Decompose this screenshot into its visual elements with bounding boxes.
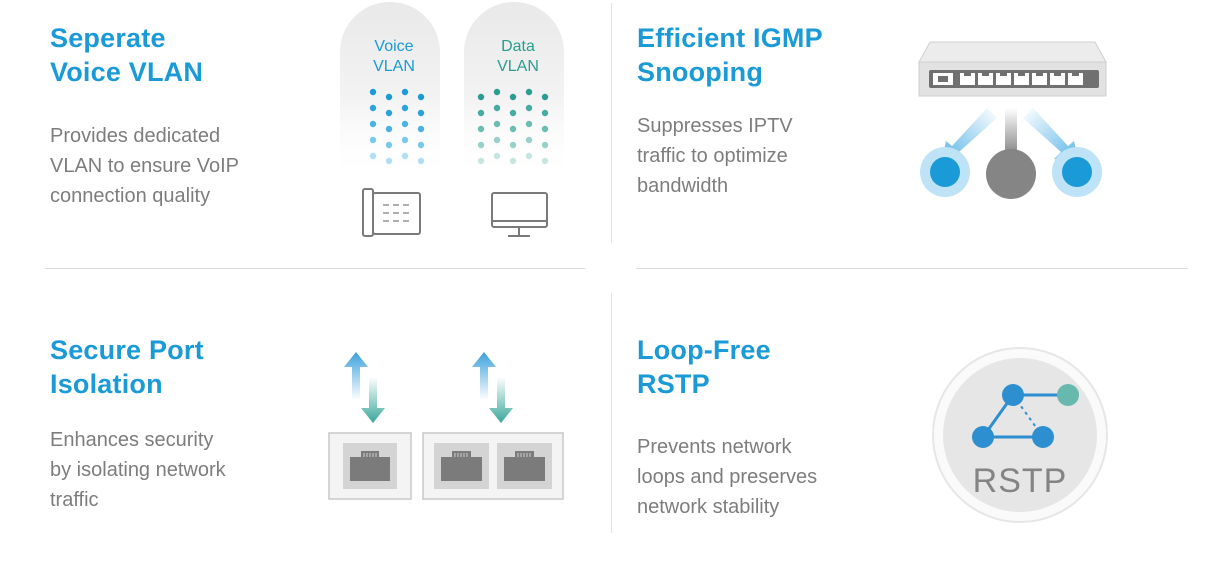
data-vlan-label: Data VLAN [497, 38, 539, 75]
vlan-illustration [340, 2, 564, 237]
igmp-description: Suppresses IPTV traffic to optimize band… [637, 115, 793, 197]
up-down-arrows-icon [344, 352, 385, 423]
voice-vlan-pill-icon [340, 2, 440, 180]
rstp-description: Prevents network loops and preserves net… [637, 436, 818, 518]
divider-left [45, 268, 585, 269]
ethernet-port-icon [328, 432, 412, 500]
ethernet-port-icon [422, 432, 564, 500]
data-vlan-pill-icon [464, 2, 564, 180]
divider-vertical-bottom [611, 293, 612, 533]
port-isolation-description: Enhances security by isolating network t… [50, 429, 226, 511]
voice-vlan-description: Provides dedicated VLAN to ensure VoIP c… [50, 125, 240, 207]
up-down-arrows-icon [472, 352, 513, 423]
voice-vlan-title: Seperate Voice VLAN [50, 23, 204, 87]
igmp-title: Efficient IGMP Snooping [637, 23, 823, 87]
divider-right [636, 268, 1188, 269]
divider-vertical-top [611, 3, 612, 243]
spanning-tree-icon [932, 347, 1108, 523]
voice-vlan-label: Voice VLAN [373, 38, 415, 75]
client-node-icon [920, 147, 1102, 199]
igmp-illustration [918, 41, 1107, 199]
desk-phone-icon [362, 188, 421, 237]
port-isolation-title: Secure Port Isolation [50, 335, 204, 399]
rstp-title: Loop-Free RSTP [637, 335, 771, 399]
rstp-badge-text: RSTP [972, 462, 1068, 500]
port-isolation-illustration [328, 352, 564, 500]
network-switch-icon [918, 41, 1107, 97]
desktop-monitor-icon [491, 192, 548, 237]
